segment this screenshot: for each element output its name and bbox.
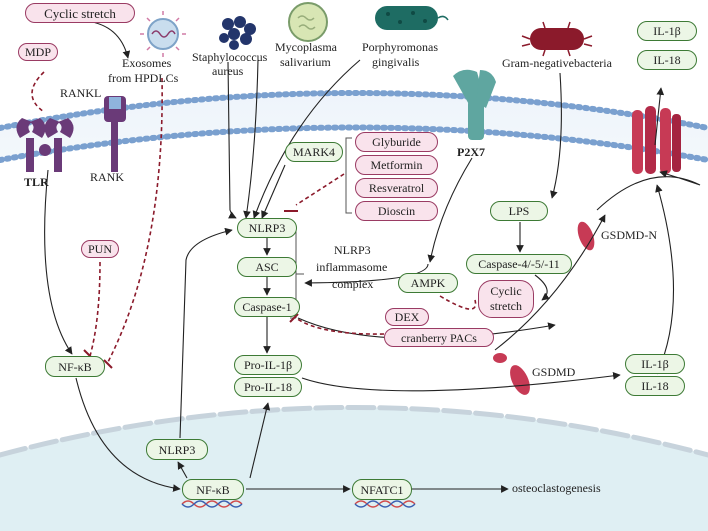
nfkb-cytoplasm-box: NF-κB [45,356,105,377]
inflammasome-label-2: inflammasome [316,260,388,274]
drug-bracket [345,137,352,214]
il1b-top-box: IL-1β [637,21,697,41]
glyburide-box: Glyburide [355,132,438,152]
mark4-box: MARK4 [285,142,343,162]
ampk-box: AMPK [398,273,458,293]
cyclic-stretch-label-1: Cyclic [490,284,522,298]
nlrp3-box: NLRP3 [237,218,297,238]
porphyromonas-icon [375,6,449,30]
caspase1-box: Caspase-1 [234,297,300,317]
gsdmd-fragment-icon [493,221,595,395]
tlr-receptor-icon [16,118,74,172]
gsdmd-pore-icon [632,106,681,174]
inhibition-lines [31,71,477,363]
dioscin-box: Dioscin [355,201,438,221]
il18-mid-box: IL-18 [625,376,685,396]
tlr-label: TLR [24,175,49,189]
dna-icon [181,500,416,508]
cyclic-stretch-label-2: stretch [490,299,522,313]
porphyromonas-label-1: Porphyromonas [362,40,438,54]
nlrp3-nucleus-box: NLRP3 [146,439,208,460]
rank-receptor-icon [104,96,126,172]
staphylococcus-icon [219,16,256,50]
porphyromonas-label-2: gingivalis [372,55,420,69]
activation-arrows [44,20,701,493]
nfatc1-box: NFATC1 [352,479,412,500]
caspase-4-5-11-box: Caspase-4/-5/-11 [466,254,572,274]
exosomes-label: Exosomes [122,56,172,70]
gram-negative-bacteria-icon [521,21,593,57]
p2x7-label: P2X7 [457,145,485,159]
cyclic-stretch-top-label: Cyclic stretch [25,3,135,23]
resveratrol-box: Resveratrol [355,178,438,198]
exosome-icon [140,11,186,57]
staphylococcus-label-1: Staphylococcus [192,50,268,64]
mycoplasma-icon [288,2,328,42]
rank-label: RANK [90,170,125,184]
cranberry-pacs-box: cranberry PACs [384,328,494,347]
asc-box: ASC [237,257,297,277]
pun-box: PUN [81,240,119,258]
mdp-box: MDP [18,43,58,61]
gram-negative-label: Gram-negativebacteria [502,56,612,70]
gsdmd-label: GSDMD [532,365,576,379]
rankl-label: RANKL [60,86,102,100]
from-hpdlcs-label: from HPDLCs [108,71,179,85]
cyclic-stretch-box: Cyclic stretch [478,280,534,318]
staphylococcus-label-2: aureus [212,64,244,78]
osteoclastogenesis-label: osteoclastogenesis [512,481,601,495]
pro-il1b-box: Pro-IL-1β [234,355,302,375]
p2x7-receptor-icon [453,69,496,140]
il18-top-box: IL-18 [637,50,697,70]
mycoplasma-label-1: Mycoplasma [275,40,337,54]
mycoplasma-label-2: salivarium [280,55,331,69]
cell-membrane [0,90,708,163]
dex-box: DEX [385,308,429,326]
lps-box: LPS [490,201,548,221]
inflammasome-label-3: complex [332,277,374,291]
metformin-box: Metformin [355,155,438,175]
pro-il18-box: Pro-IL-18 [234,377,302,397]
nucleus [0,405,708,531]
il1b-mid-box: IL-1β [625,354,685,374]
inflammasome-label-1: NLRP3 [334,243,371,257]
gsdmd-n-label: GSDMD-N [601,228,658,242]
nfkb-nucleus-box: NF-κB [182,479,244,500]
